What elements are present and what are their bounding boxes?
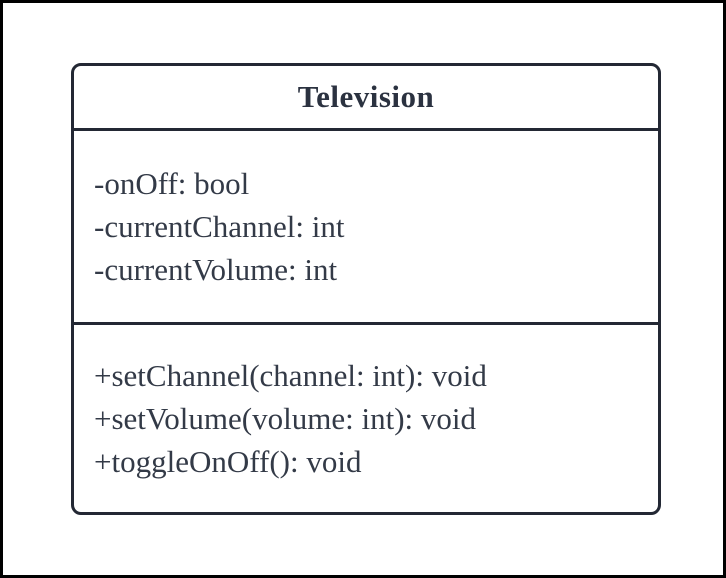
uml-class-television: Television -onOff: bool -currentChannel:…: [71, 63, 661, 515]
class-name: Television: [297, 79, 435, 114]
method-setvolume: +setVolume(volume: int): void: [94, 401, 476, 436]
attributes-compartment: -onOff: bool -currentChannel: int -curre…: [74, 131, 658, 325]
attribute-currentchannel: -currentChannel: int: [94, 209, 345, 244]
attribute-onoff: -onOff: bool: [94, 166, 250, 201]
class-name-compartment: Television: [74, 66, 658, 131]
method-setchannel: +setChannel(channel: int): void: [94, 358, 487, 393]
attribute-currentvolume: -currentVolume: int: [94, 252, 338, 287]
methods-compartment: +setChannel(channel: int): void +setVolu…: [74, 325, 658, 512]
method-toggleonoff: +toggleOnOff(): void: [94, 444, 362, 479]
